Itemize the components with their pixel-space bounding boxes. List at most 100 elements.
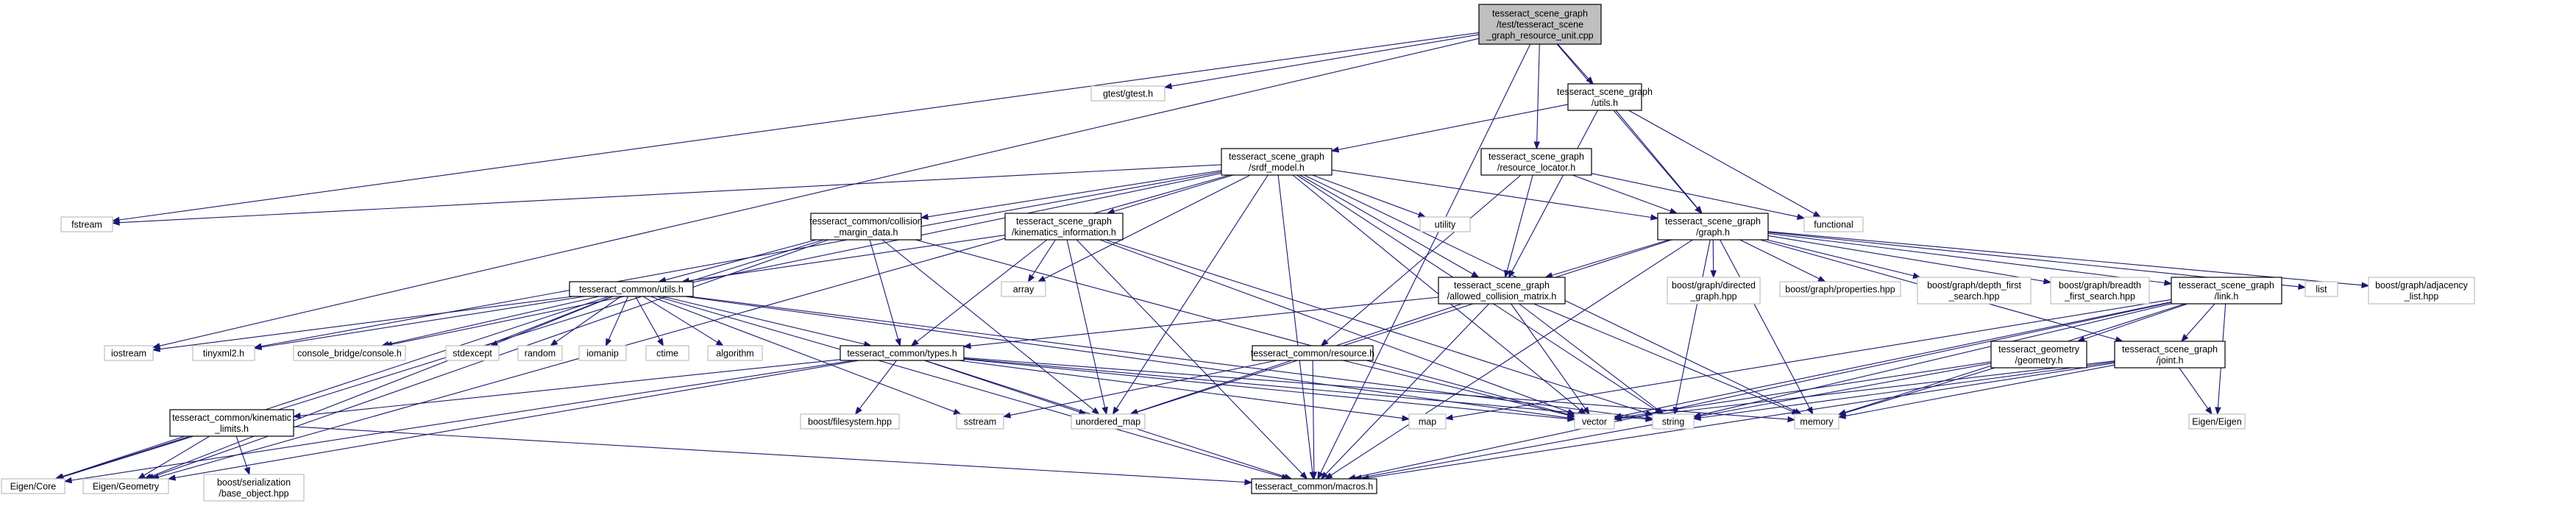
edge-utils_sg-to-graph [1615,110,1703,215]
node-random: random [517,345,563,361]
node-serialization: boost/serialization/base_object.hpp [203,474,305,502]
node-label: vector [1582,417,1607,427]
edge-acm-to-types [962,296,1439,349]
node-ctime: ctime [645,345,689,361]
node-string: string [1652,413,1695,430]
node-joint[interactable]: tesseract_scene_graph/joint.h [2114,341,2226,369]
node-label: Eigen/Geometry [93,482,160,492]
edge-utils_sg-to-acm [1508,110,1598,279]
edge-common_utils-to-ctime [635,296,664,347]
node-label: tesseract_scene_graph [1489,152,1584,162]
edge-graph-to-acm [1544,239,1670,279]
edge-types-to-eigengeo [167,360,859,481]
edge-common_utils-to-algorithm [642,296,724,346]
node-kin[interactable]: tesseract_scene_graph/kinematics_informa… [1004,213,1124,241]
node-label: /test/tesseract_scene [1497,20,1583,30]
edge-kinlimits-to-eigengeo [137,435,210,480]
edge-types-to-eigencore [63,360,854,484]
node-label: tesseract_scene_graph [2122,344,2218,355]
edge-resource-to-macros [1310,360,1318,480]
node-graph[interactable]: tesseract_scene_graph/graph.h [1657,213,1769,241]
edge-srdf-to-macros [1277,174,1316,480]
node-adjacency: boost/graph/adjacency_list.hpp [2368,277,2475,305]
edge-resloc-to-functional [1591,173,1806,220]
node-stdexcept: stdexcept [445,345,500,361]
edge-utils_sg-to-srdf [1330,104,1569,153]
edge-joint-to-eigen [2179,367,2213,416]
node-root[interactable]: tesseract_scene_graph/test/tesseract_sce… [1478,4,1602,45]
node-label: tesseract_common/resource.h [1251,349,1374,359]
node-label: sstream [964,417,996,427]
dependency-nodes: tesseract_scene_graph/test/tesseract_sce… [1,4,2475,502]
node-functional: functional [1803,216,1864,232]
edge-graph-to-directed [1710,239,1717,279]
node-label: tesseract_scene_graph [1016,216,1112,227]
edge-joint-to-memory [1837,364,2115,419]
edge-common_utils-to-eigengeo [143,296,613,480]
node-label: /kinematics_information.h [1012,227,1116,238]
node-label: tesseract_scene_graph [1492,9,1588,19]
node-label: string [1662,417,1685,427]
node-label: boost/serialization [217,477,291,488]
node-label: unordered_map [1076,417,1140,427]
edge-common_utils-to-console [380,296,600,348]
node-label: iostream [111,349,146,359]
edge-geometry-to-memory [1837,367,1995,416]
edge-joint-to-macros [1360,362,2115,481]
node-label: tesseract_common/types.h [847,349,957,359]
node-utils_sg[interactable]: tesseract_scene_graph/utils.h [1557,83,1653,111]
node-link[interactable]: tesseract_scene_graph/link.h [2171,277,2282,305]
node-label: array [1013,285,1035,295]
node-label: /allowed_collision_matrix.h [1447,291,1557,302]
edge-link-to-vector [1613,301,2172,419]
edge-srdf-to-fstream [111,164,1222,226]
node-properties: boost/graph/properties.hpp [1779,281,1901,297]
edge-common_utils-to-vector [684,296,1576,421]
node-srdf[interactable]: tesseract_scene_graph/srdf_model.h [1221,148,1333,176]
node-label: boost/filesystem.hpp [808,417,892,427]
node-label: /graph.h [1696,227,1730,238]
node-fstream: fstream [60,216,113,232]
edge-link-to-macros [1347,302,2172,481]
node-utility: utility [1419,216,1471,232]
node-label: algorithm [716,349,753,359]
node-geometry[interactable]: tesseract_geometry/geometry.h [1990,341,2087,369]
node-eigen: Eigen/Eigen [2188,413,2246,430]
node-resource[interactable]: tesseract_common/resource.h [1251,345,1374,361]
node-types[interactable]: tesseract_common/types.h [840,345,965,361]
edge-srdf-to-collision [920,170,1222,220]
edge-srdf-to-kin [1106,174,1234,215]
node-algorithm: algorithm [707,345,763,361]
node-macros[interactable]: tesseract_common/macros.h [1251,478,1377,494]
edge-link-to-geometry [2076,303,2188,342]
edge-root-to-graph [1556,43,1703,215]
edge-root-to-macros [1317,43,1531,480]
edge-root-to-fstream [111,32,1480,224]
edge-link-to-joint [2180,303,2215,343]
node-gtest: gtest/gtest.h [1090,85,1165,102]
node-unordered_map: unordered_map [1071,413,1146,430]
node-kinlimits[interactable]: tesseract_common/kinematic_limits.h [169,409,294,437]
node-acm[interactable]: tesseract_scene_graph/allowed_collision_… [1438,277,1566,305]
edge-resloc-to-resource [1320,174,1522,346]
edge-kin-to-array [1027,239,1056,283]
node-collision[interactable]: tesseract_common/collision_margin_data.h [809,213,923,241]
node-dfs: boost/graph/depth_first_search.hpp [1917,277,2032,305]
node-label: Eigen/Core [10,482,57,492]
node-bfs: boost/graph/breadth_first_search.hpp [2050,277,2150,305]
node-label: /srdf_model.h [1249,163,1305,173]
node-label: map [1419,417,1436,427]
edge-resource-to-vector [1343,360,1576,419]
edge-common_utils-to-string [689,296,1654,421]
edge-kinlimits-to-macros [293,426,1253,485]
node-resloc[interactable]: tesseract_scene_graph/resource_locator.h [1480,148,1592,176]
edge-kin-to-types [910,239,1048,346]
node-common_utils[interactable]: tesseract_common/utils.h [569,281,694,297]
edge-acm-to-string [1519,303,1664,415]
edge-types-to-string [963,357,1654,422]
node-label: memory [1800,417,1834,427]
node-tinyxml: tinyxml2.h [192,345,255,361]
edge-graph-to-properties [1739,239,1826,282]
node-label: _first_search.hpp [2064,291,2135,302]
